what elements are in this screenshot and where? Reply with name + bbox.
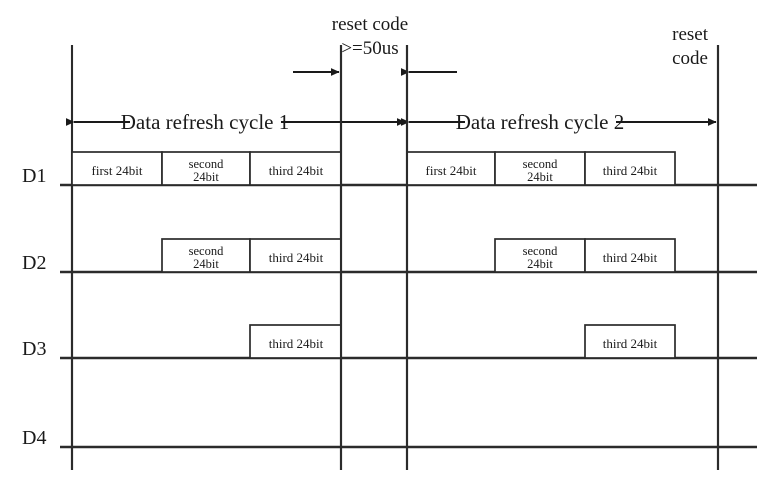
packet-label-second-line1: second	[523, 157, 558, 171]
packet-group-d1-cycle2: first 24bit second 24bit third 24bit	[406, 151, 676, 186]
channel-labels: D1 D2 D3 D4	[22, 165, 46, 449]
packet-box	[584, 324, 676, 359]
packet-label-first: first 24bit	[92, 163, 143, 178]
packet-group-d3-cycle1: third 24bit	[249, 324, 342, 359]
vertical-guides-overlay	[70, 45, 720, 470]
reset-code-duration: >=50us	[341, 38, 398, 59]
cycle-1-label: Data refresh cycle 1	[121, 110, 289, 134]
packet-label-third: third 24bit	[269, 163, 324, 178]
packet-box	[249, 324, 342, 359]
cycle-2-span: Data refresh cycle 2	[401, 110, 717, 134]
channel-label-d3: D3	[22, 338, 46, 360]
channel-label-d2: D2	[22, 252, 46, 274]
channel-label-d4: D4	[22, 427, 46, 449]
reset-code-header: reset code >=50us	[293, 14, 457, 76]
cycle-1-span: Data refresh cycle 1	[66, 110, 406, 134]
reset-code-end-line2: code	[672, 48, 708, 69]
packet-group-d2-cycle2: second 24bit third 24bit	[494, 238, 676, 273]
packet-label-second-line1: second	[189, 157, 224, 171]
packet-box	[584, 151, 676, 186]
reset-code-title: reset code	[332, 14, 408, 35]
packet-box	[249, 238, 342, 273]
packet-label-second-line2: 24bit	[527, 170, 553, 184]
reset-code-end-label: reset code	[672, 24, 709, 69]
packet-label-first: first 24bit	[426, 163, 477, 178]
packet-label-second-line2: 24bit	[193, 257, 219, 271]
packet-label-third: third 24bit	[269, 250, 324, 265]
packet-group-d3-cycle2: third 24bit	[584, 324, 676, 359]
packet-label-third: third 24bit	[603, 163, 658, 178]
packet-box	[584, 238, 676, 273]
packet-group-d1-cycle1: first 24bit second 24bit third 24bit	[71, 151, 342, 186]
channel-label-d1: D1	[22, 165, 46, 187]
packet-label-third: third 24bit	[603, 250, 658, 265]
channel-baselines	[60, 183, 757, 449]
packet-box	[161, 238, 251, 273]
packet-group-d2-cycle1: second 24bit third 24bit	[161, 238, 342, 273]
packet-label-second-line2: 24bit	[527, 257, 553, 271]
packet-label-second-line1: second	[189, 244, 224, 258]
cycle-2-label: Data refresh cycle 2	[456, 110, 624, 134]
packet-label-second-line2: 24bit	[193, 170, 219, 184]
reset-code-end-line1: reset	[672, 24, 709, 45]
packet-label-third: third 24bit	[603, 336, 658, 351]
packet-label-second-line1: second	[523, 244, 558, 258]
packet-label-third: third 24bit	[269, 336, 324, 351]
